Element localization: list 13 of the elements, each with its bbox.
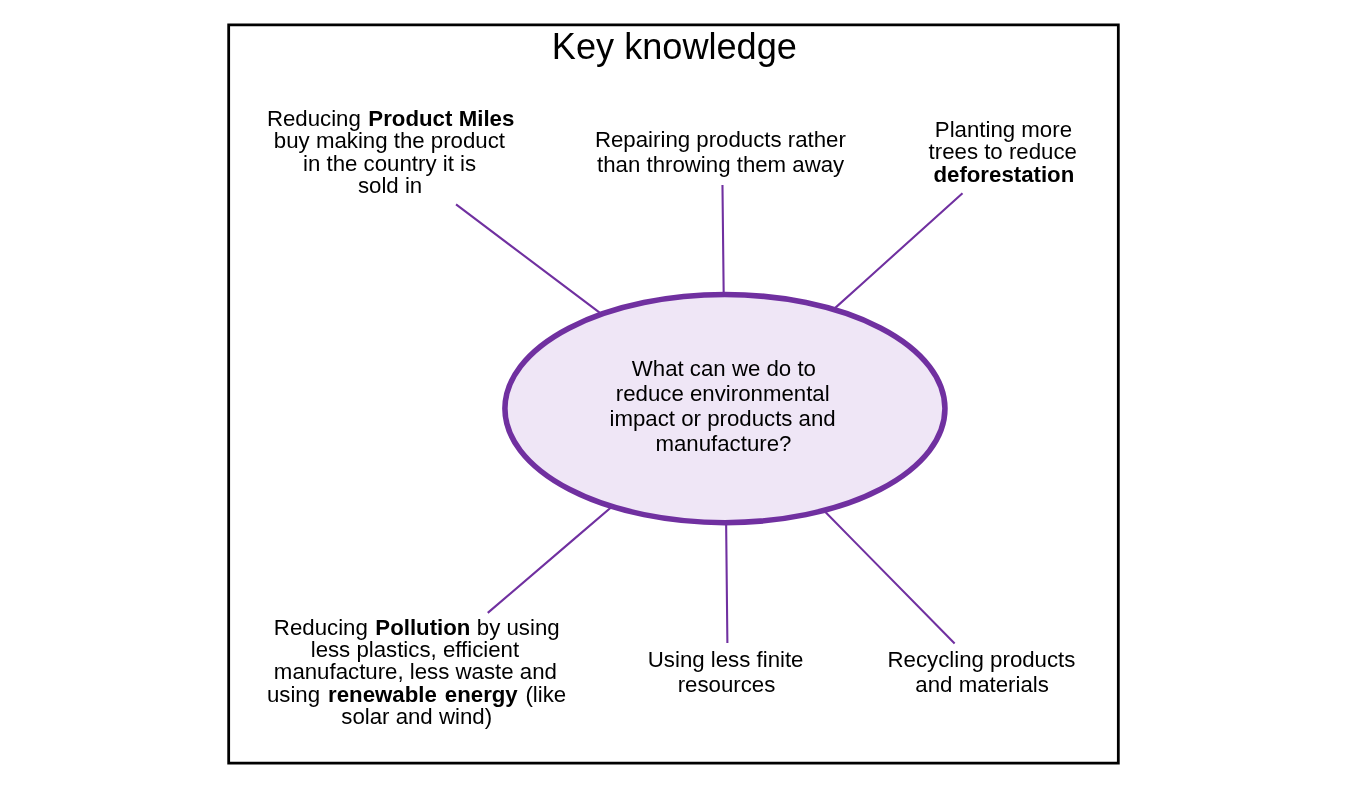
- node-text: Recycling products and materials: [887, 646, 1076, 697]
- node-text: Reducing Product Miles buy making the product in the country it is sold in: [266, 106, 515, 198]
- connector: [455, 203, 602, 315]
- node-text: Reducing Pollution by using less plastics, efficient manufacture, less waste and using renewable energy (like solar and wind): [266, 614, 567, 729]
- connector: [487, 505, 613, 614]
- connector: [725, 522, 729, 644]
- node-ellipse: What can we do to reduce environmental impact or products and manufacture?: [502, 291, 948, 526]
- connector: [823, 510, 956, 645]
- node-text: Planting more trees to reduce deforestation: [928, 117, 1077, 187]
- connector: [833, 192, 964, 310]
- node-text: Repairing products rather than throwing them away: [594, 126, 846, 177]
- connector: [721, 184, 725, 295]
- node-text: Using less finite resources: [647, 646, 804, 697]
